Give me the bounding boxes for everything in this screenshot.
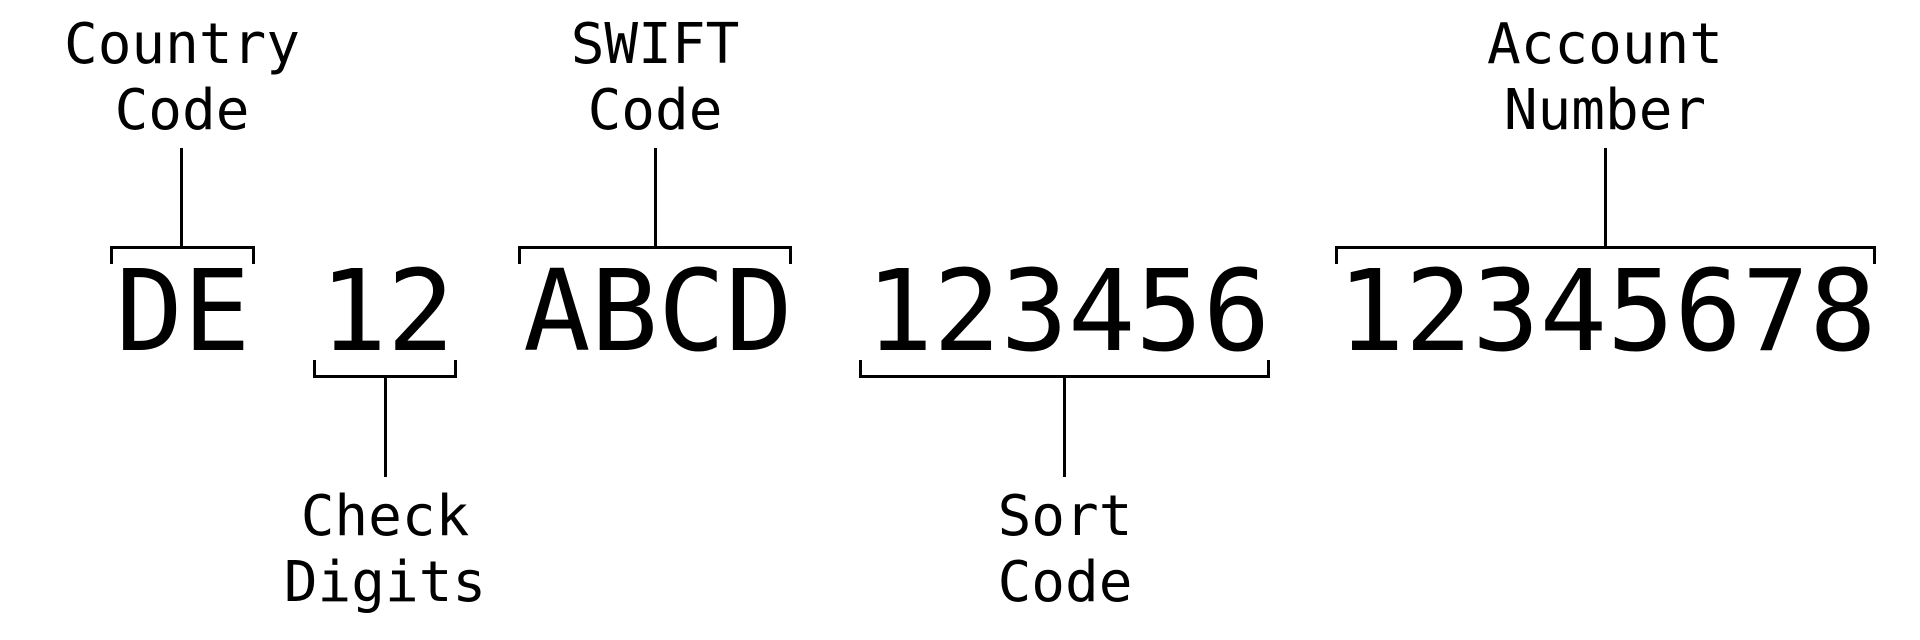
account-number-label-line-1: Account xyxy=(1486,12,1723,77)
swift-code-connector xyxy=(654,148,657,248)
account-number-bracket xyxy=(1335,246,1876,264)
country-code-label: Country Code xyxy=(32,12,332,144)
country-code-segment: DE xyxy=(115,247,251,377)
check-digits-segment: 12 xyxy=(319,247,455,377)
sort-code-label-line-1: Sort xyxy=(997,484,1133,549)
sort-code-segment: 123456 xyxy=(865,247,1271,377)
country-code-label-line-2: Code xyxy=(114,78,250,143)
check-digits-connector xyxy=(384,377,387,477)
swift-code-segment: ABCD xyxy=(523,247,793,377)
country-code-label-line-1: Country xyxy=(63,12,300,77)
account-number-label-line-2: Number xyxy=(1503,78,1707,143)
country-code-bracket xyxy=(110,246,255,264)
check-digits-label: Check Digits xyxy=(235,484,535,616)
swift-code-bracket xyxy=(518,246,792,264)
account-number-label: Account Number xyxy=(1455,12,1755,144)
account-number-segment: 12345678 xyxy=(1337,247,1877,377)
sort-code-label-line-2: Code xyxy=(997,550,1133,615)
swift-code-label-line-1: SWIFT xyxy=(570,12,740,77)
check-digits-label-line-2: Digits xyxy=(283,550,487,615)
swift-code-label: SWIFT Code xyxy=(505,12,805,144)
sort-code-bracket xyxy=(859,360,1270,378)
account-number-connector xyxy=(1604,148,1607,248)
swift-code-label-line-2: Code xyxy=(587,78,723,143)
country-code-connector xyxy=(180,148,183,248)
sort-code-connector xyxy=(1063,377,1066,477)
sort-code-label: Sort Code xyxy=(915,484,1215,616)
check-digits-bracket xyxy=(313,360,457,378)
check-digits-label-line-1: Check xyxy=(300,484,470,549)
